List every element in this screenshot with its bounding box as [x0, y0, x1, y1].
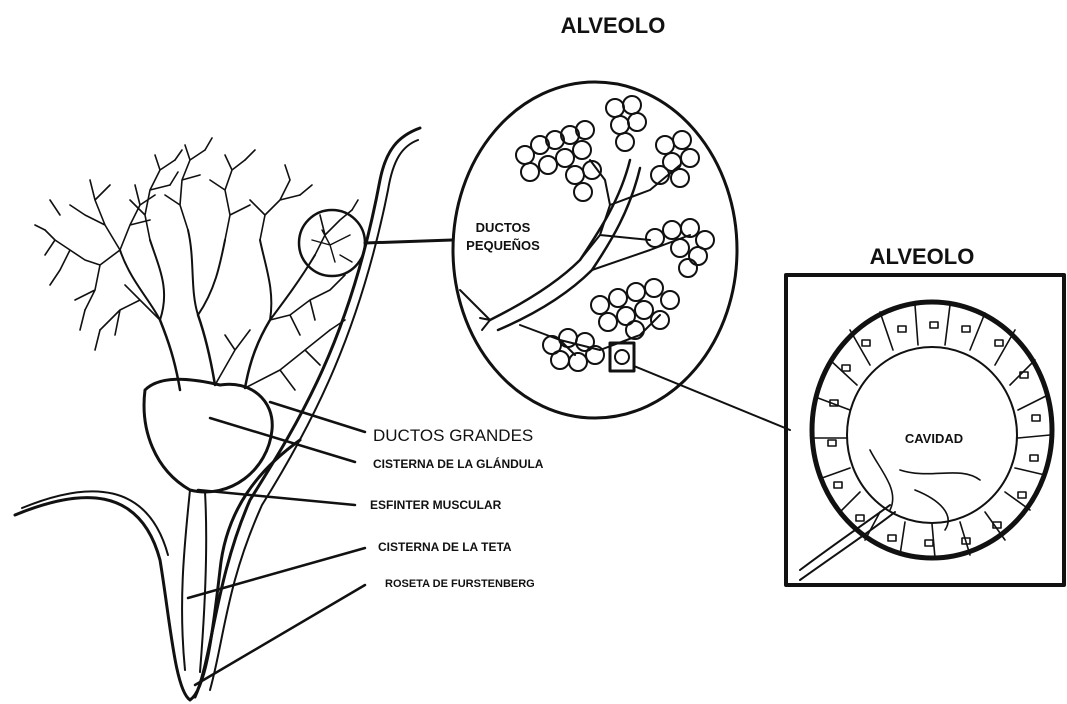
connector-square-to-box — [634, 366, 790, 430]
ductos-grandes-label: DUCTOS GRANDES — [373, 426, 533, 445]
udder-outline — [15, 128, 420, 700]
zoom-square-marker — [610, 343, 634, 371]
cisterna-teta-label: CISTERNA DE LA TETA — [378, 540, 512, 554]
esfinter-label: ESFINTER MUSCULAR — [370, 498, 502, 512]
alveolo-cross-section — [786, 275, 1064, 585]
ductos-pequenos-label-line1: DUCTOS — [476, 220, 531, 235]
alveolo-top-label: ALVEOLO — [561, 13, 666, 38]
roseta-label: ROSETA DE FURSTENBERG — [385, 578, 535, 590]
connector-small-to-large — [365, 240, 452, 243]
zoom-circle-small — [299, 210, 365, 276]
cisterna-glandula-label: CISTERNA DE LA GLÁNDULA — [373, 456, 544, 471]
alveolo-right-label: ALVEOLO — [870, 244, 975, 269]
cavidad-label: CAVIDAD — [905, 431, 963, 446]
leader-lines — [188, 402, 365, 685]
ductos-pequenos-label-line2: PEQUEÑOS — [466, 238, 540, 253]
